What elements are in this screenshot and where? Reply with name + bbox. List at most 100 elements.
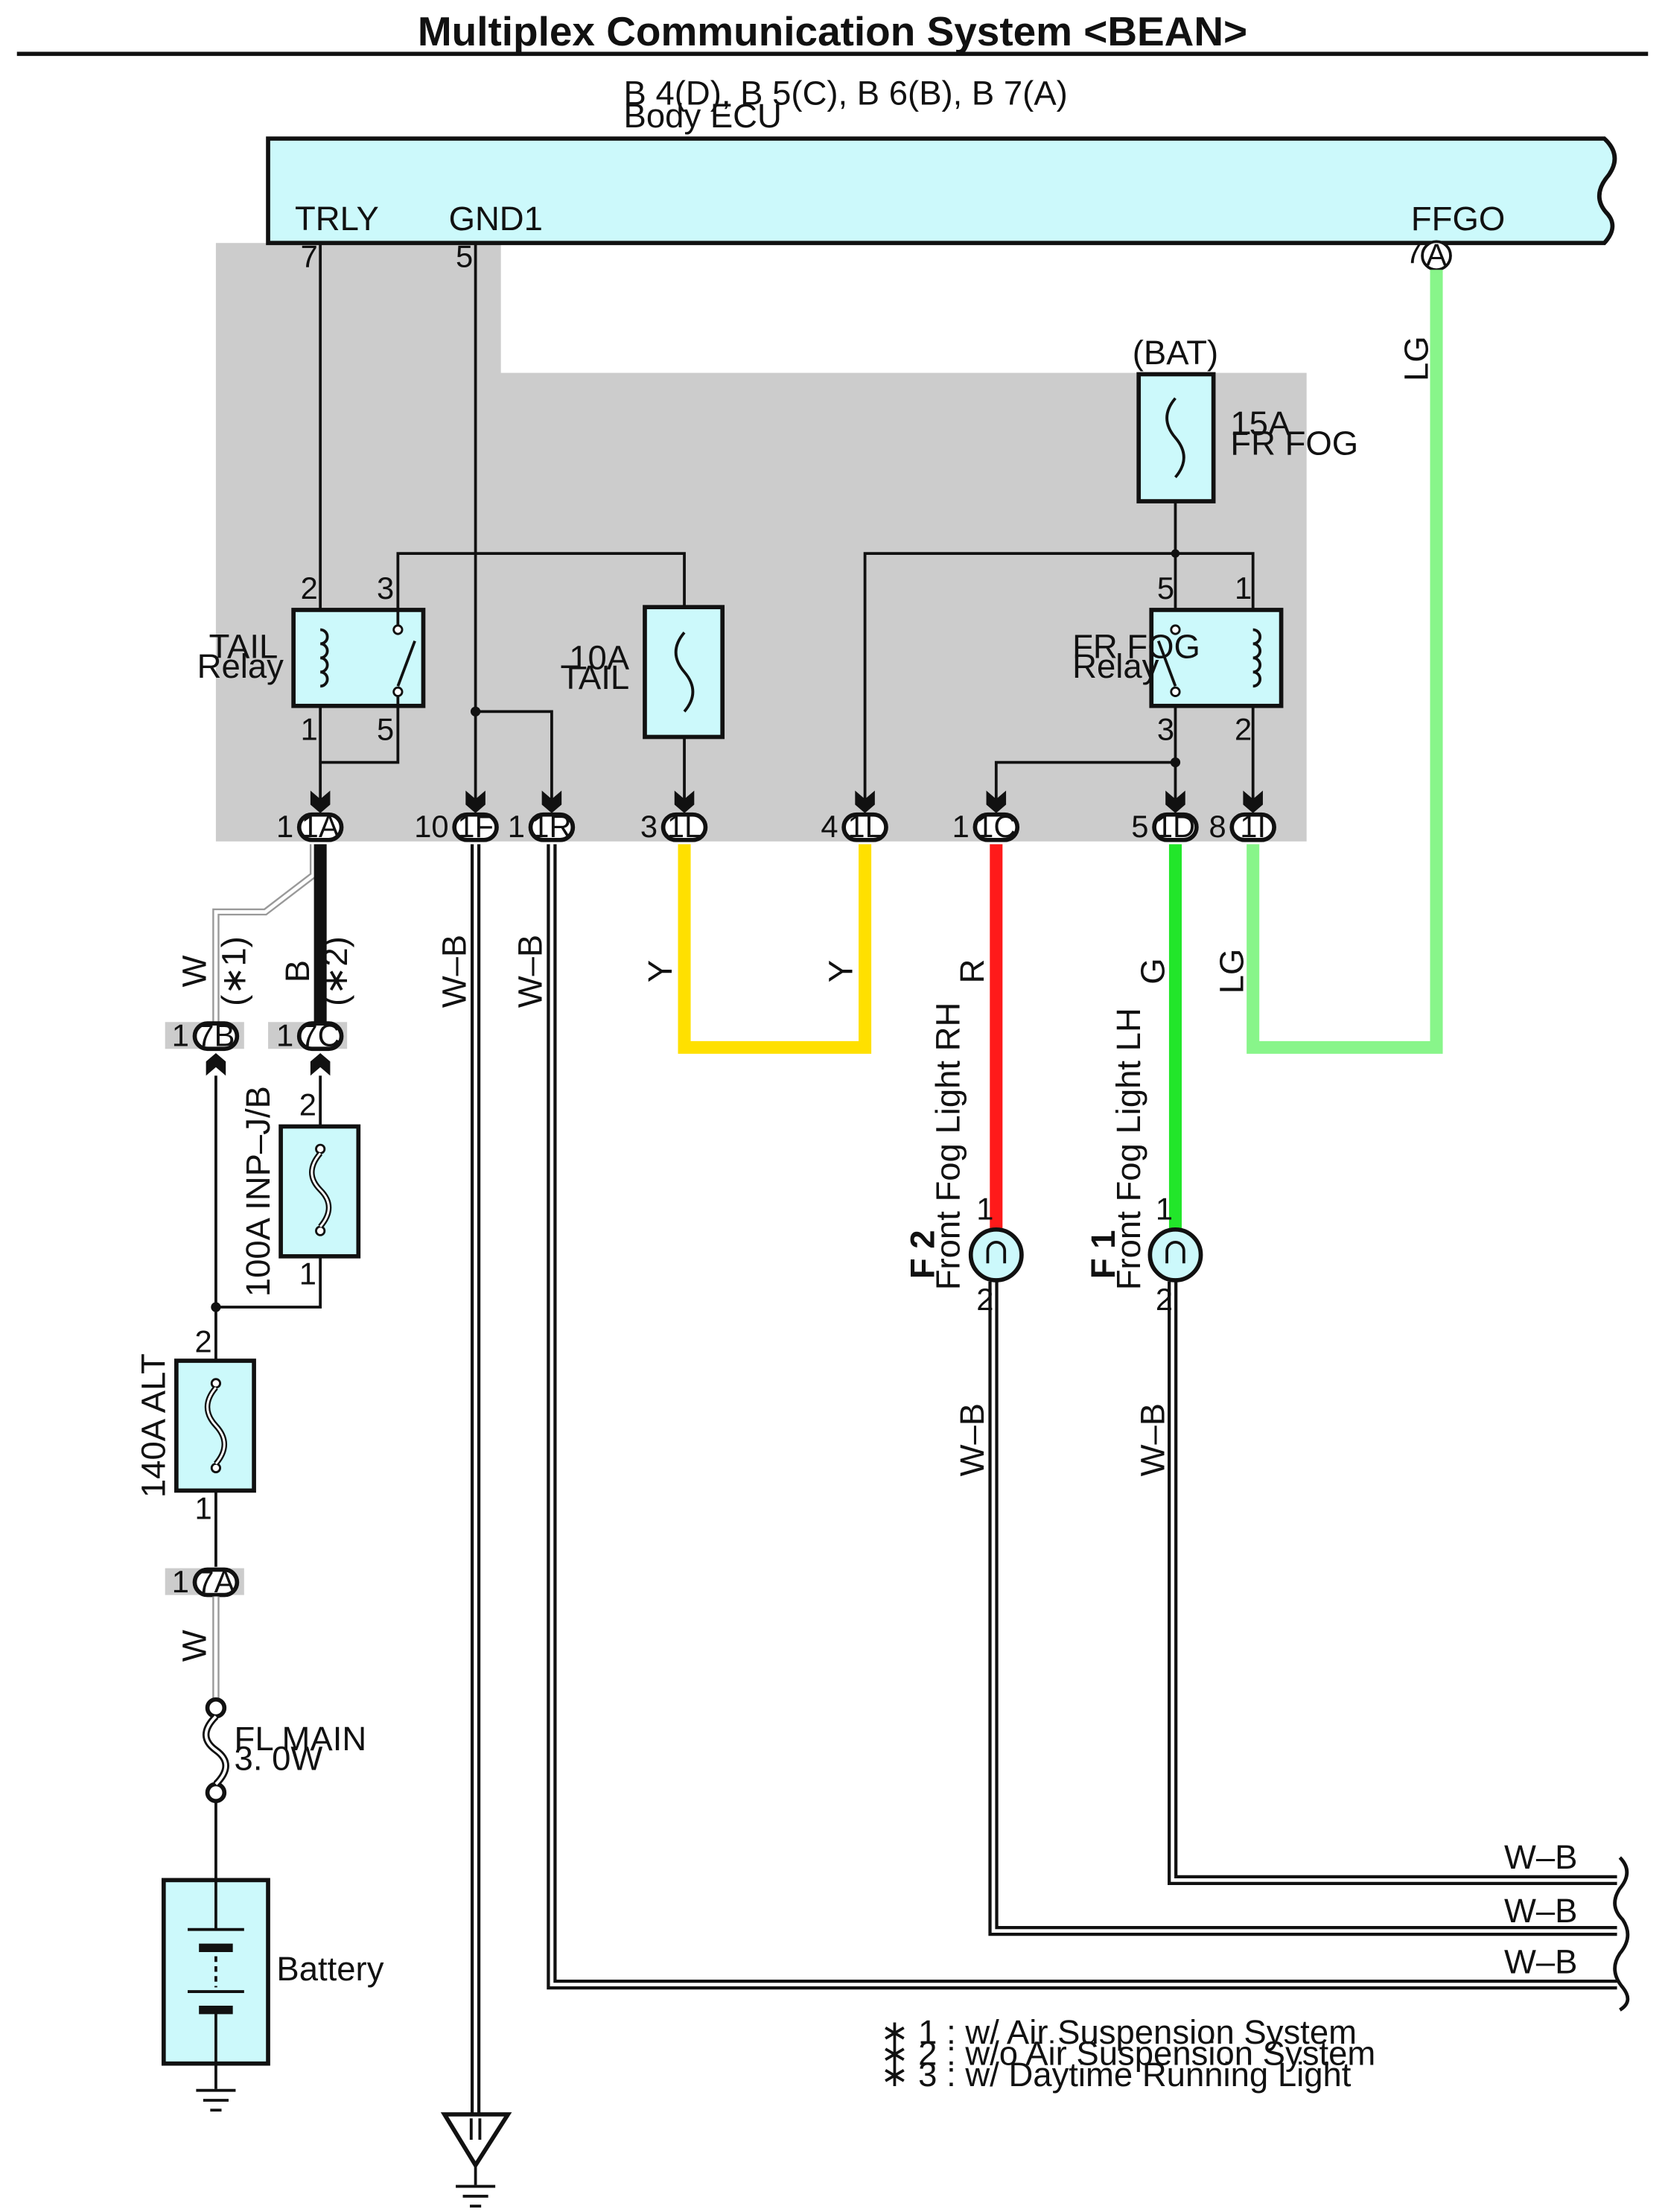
wire-label-note1: (∗1)	[215, 936, 253, 1006]
conn-1f-pin: 10	[414, 809, 448, 844]
fr-fog-relay-line1: FR FOG	[1072, 627, 1200, 665]
inp-jb-fuse-name: 100A INP–J/B	[239, 1086, 277, 1297]
fr-fog-relay-pin-1: 1	[1235, 571, 1252, 606]
wire-label-y-right: Y	[822, 960, 860, 982]
conn-7a-pin: 1	[172, 1564, 189, 1599]
fog-rh-pin-2: 2	[976, 1282, 993, 1317]
splice-fog-relay-top	[1171, 549, 1180, 558]
connector-chevrons	[310, 790, 1263, 813]
wire-label-lg-top: LG	[1398, 336, 1436, 381]
wire-wb-1r	[547, 844, 1617, 1990]
fog-lh-name: Front Fog Light LH	[1110, 1008, 1147, 1290]
tail-fuse-rating: 10A	[569, 639, 630, 677]
ecu-name: Body ECU	[624, 97, 782, 135]
lower-left-wiring	[214, 1075, 322, 2089]
fuse-symbol	[674, 632, 695, 713]
conn-7a-label: 7A	[197, 1564, 235, 1599]
note-1: ∗ 1 : w/ Air Suspension System	[880, 2013, 1357, 2051]
conn-7b-label: 7B	[197, 1017, 235, 1052]
relay-coil	[319, 628, 329, 688]
ground-symbol	[456, 2184, 496, 2208]
fr-fog-relay-pin-5: 5	[1157, 571, 1174, 606]
conn-1c-label: 1C	[976, 809, 1016, 844]
tail-relay-pin-5: 5	[377, 711, 394, 746]
fusible-link-symbol	[311, 1152, 330, 1227]
wire-y	[678, 844, 872, 1054]
fog-rh-code: F 2	[903, 1230, 941, 1279]
fog-lh-code: F 1	[1084, 1230, 1122, 1279]
wire-label-b: B	[278, 960, 316, 982]
body-ecu	[266, 136, 1617, 246]
fuse-terminal	[315, 1225, 326, 1236]
conn-1a-pin: 1	[276, 809, 293, 844]
fog-rh-name: Front Fog Light RH	[929, 1002, 967, 1291]
conn-1d-label: 1D	[1156, 809, 1195, 844]
wire-wb-rh	[988, 1281, 1617, 1936]
fuse-terminal	[315, 1143, 326, 1154]
wire-wb-rh-stripe	[991, 1281, 1617, 1933]
fog-lh-pin-2: 2	[1156, 1282, 1173, 1317]
conn-1a-label: 1A	[302, 809, 340, 844]
pin-gnd1: 5	[456, 238, 473, 273]
relay-contact	[392, 624, 404, 635]
conn-1l-b-label: 1L	[847, 809, 882, 844]
conn-1r-pin: 1	[508, 809, 525, 844]
conn-1i-pin: 8	[1209, 809, 1226, 844]
fog-rh-pin-1: 1	[976, 1192, 993, 1227]
wire-label-wb-out3: W–B	[1504, 1942, 1578, 1980]
conn-1l-b-pin: 4	[821, 809, 838, 844]
fl-main-line1: FL MAIN	[235, 1720, 367, 1758]
conn-1d-pin: 5	[1131, 809, 1148, 844]
connector-chevron	[310, 1052, 331, 1076]
tail-relay-pin-2: 2	[301, 571, 318, 606]
junction-block-area	[215, 243, 1307, 842]
wire-label-lg: LG	[1212, 949, 1250, 994]
alt-pin-2: 2	[194, 1324, 211, 1359]
fl-main-terminal	[205, 1697, 227, 1719]
conn-1f-label: 1F	[457, 809, 494, 844]
splice-inp-alt	[211, 1302, 221, 1312]
fuse-terminal	[210, 1378, 222, 1389]
relay-coil	[1252, 628, 1262, 688]
wire-label-wb-rh: W–B	[953, 1403, 991, 1477]
wire-wb-lh	[1168, 1281, 1617, 1885]
ecu-terminal-ffgo: FFGO	[1411, 200, 1505, 238]
tail-relay-pin-1: 1	[301, 711, 318, 746]
conn-1l-a-label: 1L	[667, 809, 701, 844]
conn-7c	[296, 1021, 344, 1052]
bulb-filament	[1165, 1241, 1185, 1264]
battery-label: Battery	[276, 1950, 383, 1988]
ground-point	[440, 2112, 512, 2170]
pin-ffgo: 7	[1405, 235, 1422, 270]
relay-contact	[1170, 686, 1181, 697]
inp-jb-pin-2: 2	[299, 1087, 316, 1122]
fl-main-line2: 3. 0W	[235, 1740, 323, 1778]
pin-trly: 7	[301, 238, 318, 273]
conn-1l-a-pin: 3	[640, 809, 658, 844]
fl-main-terminal	[205, 1782, 227, 1804]
wire-label-r: R	[953, 959, 991, 984]
ecu-terminal-gnd1: GND1	[449, 200, 543, 238]
tail-fuse-name: TAIL	[560, 658, 629, 696]
ecu-connectors: B 4(D), B 5(C), B 6(B), B 7(A)	[624, 74, 1068, 112]
wire-wb-lh-stripe	[1171, 1281, 1617, 1882]
conn-7c-label: 7C	[301, 1017, 340, 1052]
jb-connector-pills	[296, 812, 1276, 842]
wire-label-g: G	[1133, 958, 1171, 984]
fusible-link-symbol	[204, 1715, 228, 1785]
wire-break-mark	[1613, 1856, 1630, 2012]
inp-jb-pin-1: 1	[299, 1256, 316, 1291]
ground-symbol	[196, 2088, 236, 2112]
bulb-filament	[986, 1241, 1007, 1264]
conn-7c-pin: 1	[276, 1017, 293, 1052]
wire-label-wb-lh: W–B	[1133, 1403, 1171, 1477]
alt-fuse-name: 140A ALT	[135, 1353, 173, 1498]
conn-7b-pin: 1	[172, 1017, 189, 1052]
ffgo-connector-label: A	[1426, 238, 1447, 273]
wire-label-w-alt: W	[176, 955, 214, 987]
fog-lh-pin-1: 1	[1156, 1192, 1173, 1227]
wire-lg	[1247, 270, 1443, 1054]
fusible-link-symbol	[206, 1387, 226, 1465]
splice-fog-relay	[1170, 757, 1181, 768]
